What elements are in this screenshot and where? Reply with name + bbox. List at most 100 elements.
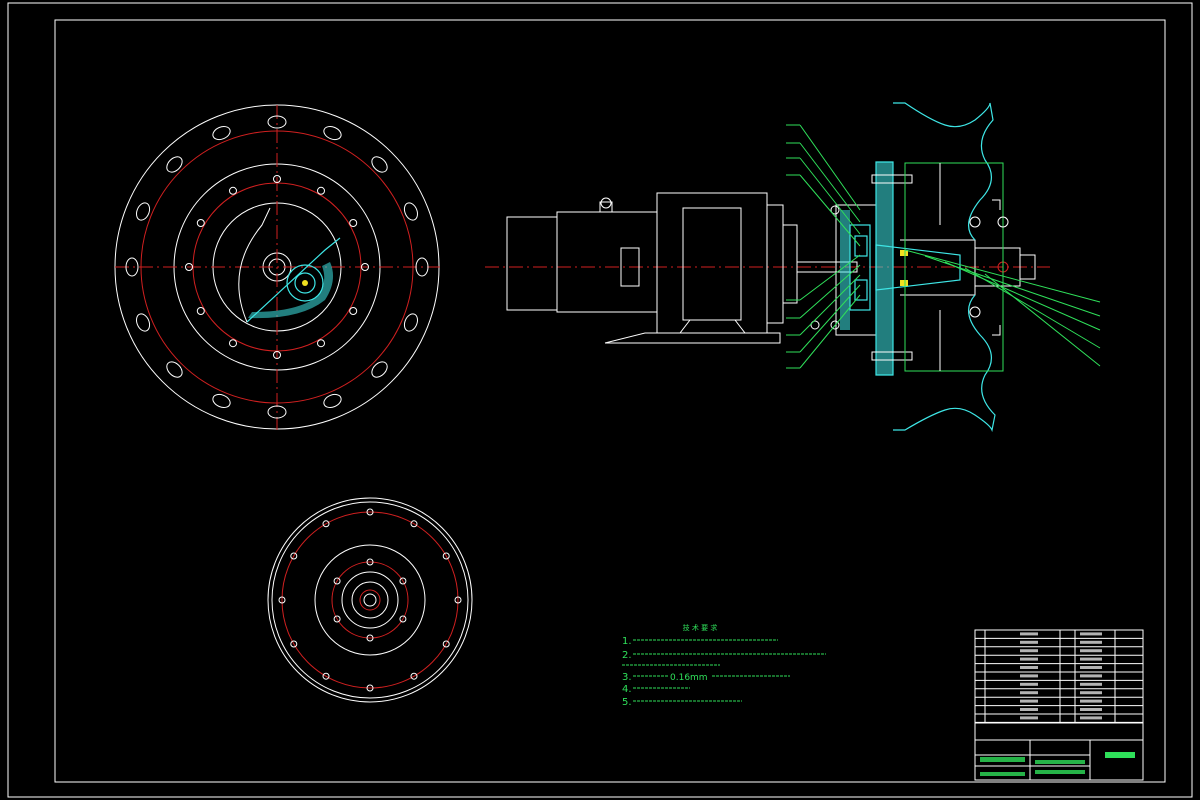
bolt-hole	[371, 156, 388, 173]
bolt-hole	[125, 257, 139, 277]
disc-bolt-hole	[278, 596, 286, 604]
title-block	[974, 629, 1144, 781]
disc-bolt-hole	[410, 672, 418, 680]
tech-note-4: 4.	[622, 684, 632, 695]
leader-line	[964, 267, 1101, 349]
bolt-hole	[136, 313, 151, 332]
parts-row-name	[1020, 632, 1038, 636]
inner-bolt-hole	[349, 307, 358, 315]
parts-row-name	[1020, 716, 1038, 720]
parts-row-material	[1080, 640, 1102, 644]
bolt-hole	[136, 202, 151, 221]
parts-row-name	[1020, 691, 1038, 695]
inner-bolt-hole	[317, 339, 325, 348]
tech-note-3-tolerance: 0.16mm	[670, 673, 708, 683]
disc-bolt-hole	[442, 640, 450, 648]
disc-bottom-view	[267, 497, 473, 703]
part-leader-lines-right	[904, 249, 1101, 367]
inner-bolt-hole	[349, 219, 358, 227]
bolt-hole	[212, 126, 231, 141]
outer-frame	[7, 2, 1193, 798]
technical-notes: 技 术 要 求 1. 2. 3. 0.16mm 4. 5.	[622, 623, 826, 708]
disc-inner-hole	[333, 577, 341, 585]
parts-row-material	[1080, 708, 1102, 711]
bolt-hole	[403, 313, 418, 332]
leader-line	[799, 124, 861, 211]
parts-row-name	[1020, 674, 1038, 678]
disc-inner-hole	[366, 634, 374, 642]
flange-front-view	[114, 104, 440, 430]
inner-frame	[54, 19, 1166, 783]
leader-line	[799, 264, 861, 319]
inner-bolt-hole	[361, 263, 369, 271]
disc-inner-hole	[366, 558, 374, 566]
bolt-hole	[267, 405, 287, 419]
bolt-hole	[166, 156, 183, 173]
leader-line	[799, 284, 861, 353]
flange-bolt-holes	[125, 115, 429, 419]
disc-bolt-hole	[290, 640, 298, 648]
parts-row-material	[1080, 632, 1102, 636]
inner-bolt-hole	[229, 339, 237, 348]
inner-bolt-hole	[185, 263, 193, 271]
disc-bolt-hole	[290, 552, 298, 560]
bolt-hole	[212, 393, 231, 408]
parts-row-material	[1080, 699, 1102, 703]
leader-line	[984, 273, 1101, 367]
parts-row-material	[1080, 666, 1102, 669]
parts-row-material	[1080, 657, 1102, 661]
disc-bolt-holes	[278, 508, 462, 692]
parts-row-name	[1020, 699, 1038, 703]
leader-line	[799, 142, 861, 223]
tech-note-5: 5.	[622, 697, 632, 708]
inner-bolt-hole	[317, 186, 325, 195]
disc-bolt-hole	[322, 672, 330, 680]
tech-note-3: 3.	[622, 672, 632, 683]
parts-list-rows	[975, 632, 1143, 723]
parts-row-material	[1080, 649, 1102, 653]
leader-line	[799, 274, 861, 336]
parts-row-material	[1080, 674, 1102, 678]
bolt-hole	[267, 115, 287, 129]
leader-line	[799, 174, 861, 247]
leader-line	[904, 249, 1101, 303]
parts-row-name	[1020, 666, 1038, 669]
inner-bolt-holes	[185, 175, 369, 359]
inner-bolt-hole	[273, 175, 281, 183]
parts-row-material	[1080, 716, 1102, 720]
leader-line	[799, 294, 861, 369]
parts-row-name	[1020, 708, 1038, 711]
tech-note-1: 1.	[622, 636, 632, 647]
disc-bolt-hole	[366, 684, 374, 692]
inner-bolt-hole	[196, 219, 205, 227]
leader-line	[799, 254, 861, 301]
bolt-hole	[166, 361, 183, 378]
inner-bolt-hole	[229, 186, 237, 195]
disc-bolt-hole	[410, 520, 418, 528]
inner-bolt-hole	[273, 351, 281, 359]
leader-line	[799, 157, 861, 235]
bolt-hole	[323, 126, 342, 141]
bolt-hole	[371, 361, 388, 378]
parts-row-name	[1020, 657, 1038, 661]
tech-note-2: 2.	[622, 650, 632, 661]
disc-inner-hole	[333, 615, 341, 623]
disc-bolt-hole	[454, 596, 462, 604]
part-leader-lines-left	[786, 124, 861, 369]
disc-bolt-hole	[322, 520, 330, 528]
bolt-hole	[323, 393, 342, 408]
parts-row-material	[1080, 691, 1102, 695]
bolt-hole	[415, 257, 429, 277]
tech-notes-heading: 技 术 要 求	[683, 623, 718, 632]
parts-row-material	[1080, 682, 1102, 686]
parts-row-name	[1020, 682, 1038, 686]
parts-row-name	[1020, 640, 1038, 644]
parts-row-name	[1020, 649, 1038, 653]
disc-bolt-hole	[366, 508, 374, 516]
leader-line	[944, 261, 1101, 331]
inner-bolt-hole	[196, 307, 205, 315]
bolt-hole	[403, 202, 418, 221]
disc-bolt-hole	[442, 552, 450, 560]
